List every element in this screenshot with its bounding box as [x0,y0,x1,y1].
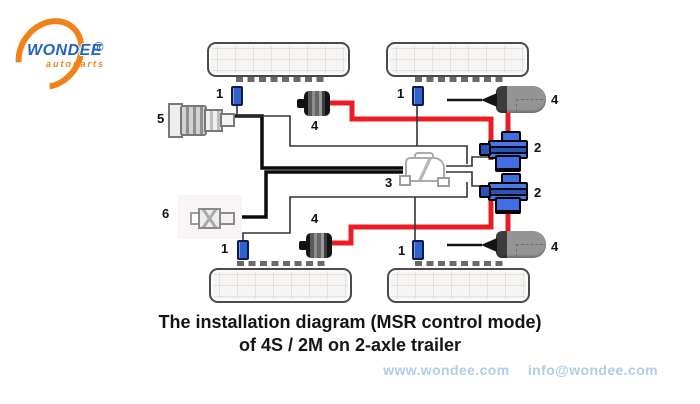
logo-tagline: autoparts [46,59,106,69]
wheel-speed-sensor-front-left [231,86,243,106]
tread-front-right [415,77,507,82]
valve-port [479,143,491,156]
sensor-wire-front-left [236,96,468,164]
caption-line-2: of 4S / 2M on 2-axle trailer [238,335,462,355]
tire-front-right [386,42,529,77]
label-modulator-upper: 2 [534,140,542,155]
label-sensor-front-left: 1 [216,86,224,101]
connector-body [180,105,207,136]
tread-rear-left [237,261,329,266]
label-chamber-rear-right: 4 [551,239,559,254]
valve-wire-upper [446,156,488,167]
tread-rear-right [415,261,507,266]
tire-rear-right [387,268,530,303]
label-chamber-front-right: 4 [551,92,559,107]
logo-brand-text: WONDEE [27,42,102,59]
wheel-speed-sensor-rear-left [237,240,249,260]
label-ecu: 3 [385,175,393,190]
tire-front-left [207,42,350,77]
brake-chamber-rear-icon [299,233,332,258]
valve-foot [495,197,521,214]
sensor-wire-rear-left [242,182,468,248]
abs-modulator-valve-upper [479,131,533,172]
label-diagnostic-connector: 6 [162,206,170,221]
website-url: www.wondee.com [383,362,510,378]
spring-brake-chamber-rear-icon [481,231,546,258]
push-rods [447,98,482,247]
spring-brake-chamber-front-icon [481,86,546,113]
power-connector-icon [166,102,236,138]
wheel-speed-sensor-front-right [412,86,424,106]
pneumatic-line-front-axle [330,100,494,160]
email-address: info@wondee.com [527,362,658,378]
diagnostic-connector-icon [178,195,242,239]
ecu-foot [399,175,411,186]
sensor-wires [236,96,488,248]
connector-body [198,208,221,229]
wondee-logo: WONDEE ® autoparts [1,4,126,104]
label-sensor-rear-left: 1 [221,241,229,256]
label-sensor-front-right: 1 [397,86,405,101]
registered-trademark-icon: ® [94,39,104,54]
abs-modulator-valve-lower [479,173,533,214]
footer-contacts: www.wondee.com info@wondee.com [0,362,658,378]
tire-rear-left [209,268,352,303]
power-cable-6 [233,170,403,219]
valve-foot [495,155,521,172]
label-modulator-lower: 2 [534,185,542,200]
label-chamber-rear-mid: 4 [311,211,319,226]
label-sensor-rear-right: 1 [398,243,406,258]
label-power-connector: 5 [157,111,165,126]
valve-port [479,185,491,198]
tread-front-left [236,77,328,82]
pneumatic-line-rear-axle [332,184,494,246]
connector-tip [219,212,235,225]
ecu-foot [437,177,450,187]
caption-line-1: The installation diagram (MSR control mo… [158,312,542,332]
ecu-module-icon [399,152,451,187]
wheel-speed-sensor-rear-right [412,240,424,260]
label-chamber-front-mid: 4 [311,118,319,133]
brake-chamber-front-icon [297,91,330,116]
connector-tip [220,113,235,127]
